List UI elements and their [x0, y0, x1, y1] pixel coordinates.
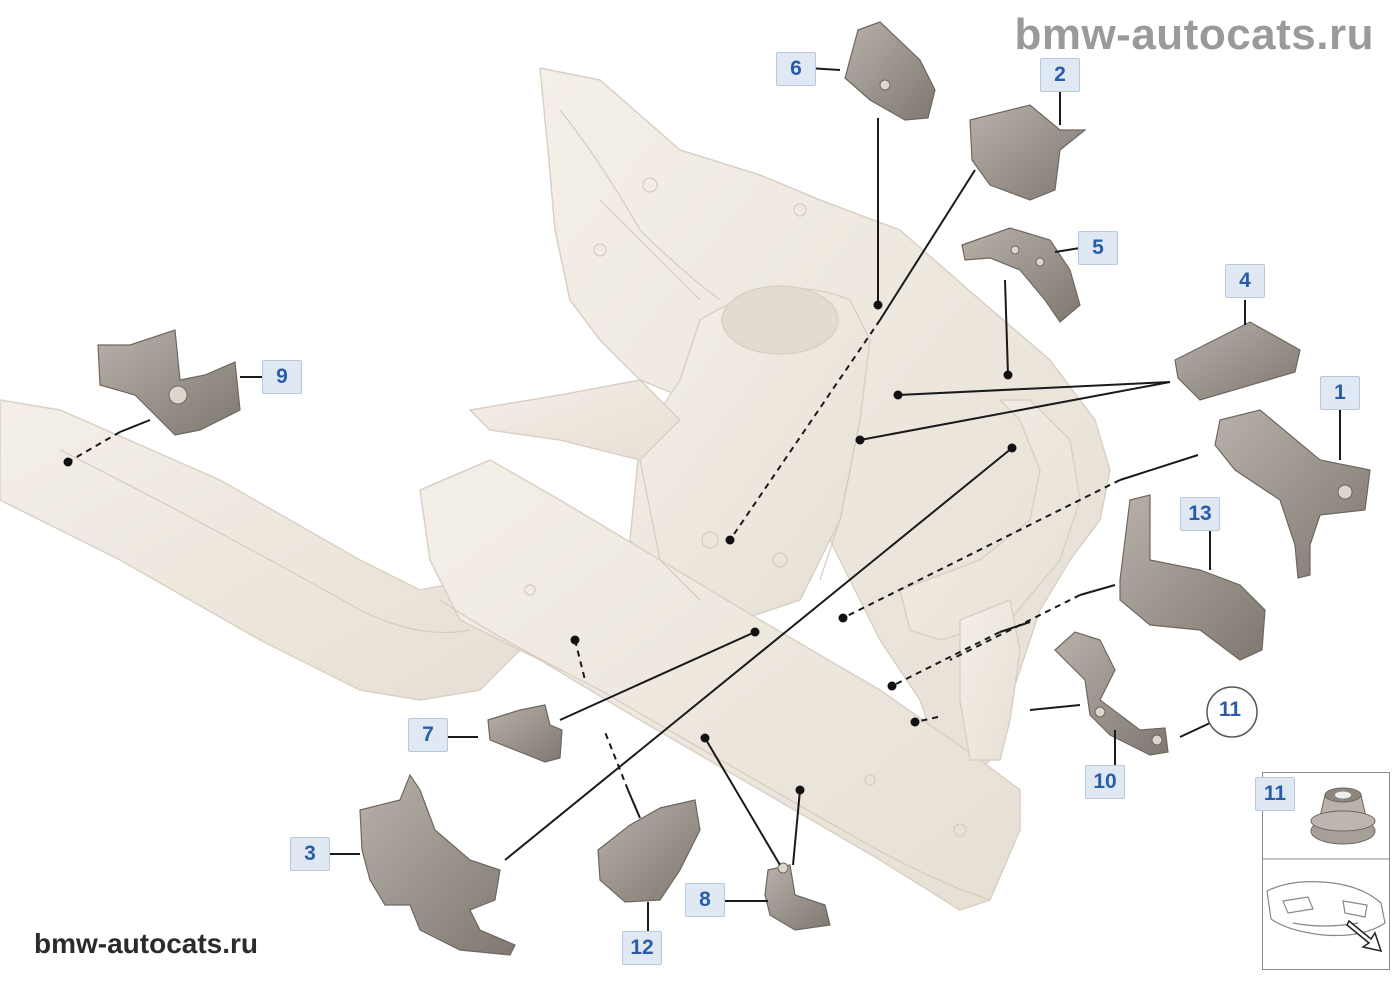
callout-9[interactable]: 9	[262, 360, 302, 394]
leader-12-dashed	[604, 731, 629, 791]
leader-4-a	[897, 381, 1171, 396]
leader-10-b	[999, 621, 1031, 633]
watermark-top: bmw-autocats.ru	[1014, 10, 1374, 59]
callout-8[interactable]: 8	[685, 883, 725, 917]
part-12-bracket	[597, 799, 701, 903]
upper-wheel-arch-rail	[899, 399, 1081, 641]
body-shell	[0, 67, 1111, 911]
part-2-bracket	[969, 104, 1087, 201]
leader-11	[1179, 722, 1211, 738]
hex-nut-icon	[1310, 787, 1376, 845]
inset-callout-11[interactable]: 11	[1255, 777, 1295, 811]
part-11-nut-marker	[1206, 686, 1258, 738]
callout-11[interactable]: 11	[1218, 698, 1242, 721]
leader-1-line	[1119, 454, 1199, 481]
part-5-reinforcement	[961, 227, 1081, 323]
leader-10-dashed	[891, 631, 1001, 687]
leader-2-dashed	[729, 319, 881, 541]
car-front-view-icon	[1266, 881, 1386, 937]
callout-6[interactable]: 6	[776, 52, 816, 86]
callout-5[interactable]: 5	[1078, 231, 1118, 265]
leader-5	[1054, 247, 1081, 253]
leader-2-line	[879, 169, 976, 321]
leader-4-b	[859, 381, 1171, 441]
leader-lines	[67, 67, 1341, 932]
leader-10-side	[1029, 704, 1081, 711]
leader-11-dashed	[914, 716, 939, 723]
callout-1[interactable]: 1	[1320, 376, 1360, 410]
callout-12[interactable]: 12	[622, 931, 662, 965]
callout-10[interactable]: 10	[1085, 765, 1125, 799]
strut-mount-opening	[721, 285, 839, 355]
part-13-mount	[1119, 494, 1266, 661]
leader-13-line	[1079, 584, 1116, 596]
callout-2[interactable]: 2	[1040, 58, 1080, 92]
part-7-bracket	[487, 704, 563, 763]
leader-7-line	[559, 631, 756, 721]
leader-8-b	[792, 789, 801, 866]
part-3-bracket	[359, 773, 516, 956]
front-rail-leg	[959, 598, 1021, 761]
leader-9-line	[119, 419, 151, 433]
leader-dots	[63, 300, 1017, 795]
leader-8-a	[704, 737, 781, 866]
leader-3-line	[504, 447, 1013, 861]
part-8-stud-bracket	[764, 864, 831, 931]
leader-7-dashed	[574, 639, 586, 681]
watermark-bottom: bmw-autocats.ru	[34, 928, 259, 959]
callout-7[interactable]: 7	[408, 718, 448, 752]
inset-graphic	[1263, 787, 1389, 953]
part-6-bracket	[844, 21, 936, 121]
leader-13-dashed	[949, 594, 1081, 661]
parts	[97, 21, 1371, 956]
callout-3[interactable]: 3	[290, 837, 330, 871]
direction-arrow-icon	[1346, 919, 1383, 953]
leader-12-line	[627, 789, 641, 819]
callout-4[interactable]: 4	[1225, 264, 1265, 298]
leader-1-dashed	[842, 479, 1121, 619]
part-10-bracket	[1054, 631, 1169, 756]
inset-box: 11	[1255, 772, 1390, 970]
inner-apron-bracket	[468, 379, 682, 461]
callout-13[interactable]: 13	[1180, 497, 1220, 531]
part-holes	[168, 79, 1353, 874]
part-1-bracket	[1214, 409, 1371, 579]
part-4-plate	[1174, 321, 1301, 401]
body-shell-details	[59, 109, 991, 901]
leader-5-drop	[1004, 279, 1009, 376]
part-9-bracket	[97, 329, 241, 436]
